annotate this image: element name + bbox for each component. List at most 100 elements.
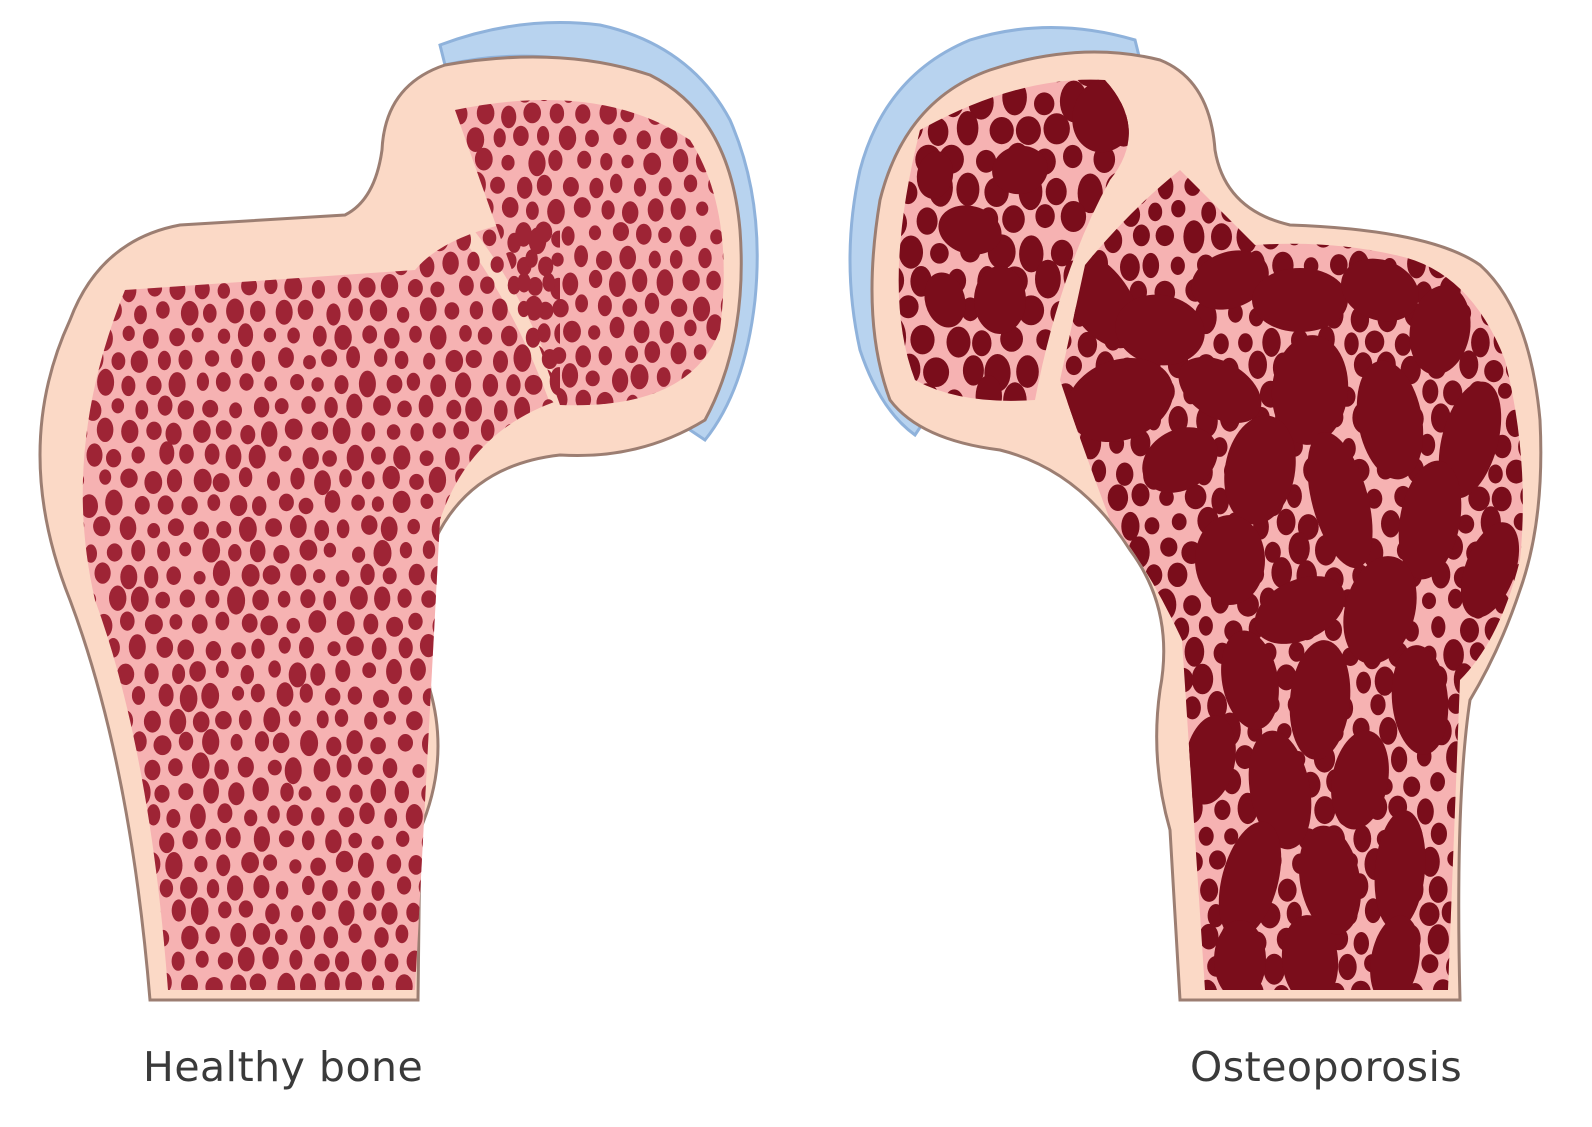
marrow-pore xyxy=(96,802,115,826)
marrow-pore xyxy=(1353,932,1370,955)
marrow-pore xyxy=(1114,608,1136,642)
marrow-pore xyxy=(346,636,364,656)
marrow-cavity xyxy=(1398,460,1462,580)
marrow-pore xyxy=(1238,333,1253,353)
marrow-pore xyxy=(1264,541,1281,563)
marrow-pore xyxy=(1273,985,1290,990)
marrow-pore xyxy=(399,542,412,559)
marrow-pore xyxy=(1198,826,1214,846)
marrow-pore xyxy=(301,396,316,414)
marrow-pore xyxy=(82,896,86,923)
marrow-pore xyxy=(109,585,127,611)
marrow-pore xyxy=(1406,170,1422,175)
marrow-pore xyxy=(469,301,484,320)
marrow-pore xyxy=(350,586,368,610)
marrow-pore xyxy=(396,307,410,323)
marrow-pore xyxy=(471,541,485,558)
marrow-pore xyxy=(1460,618,1479,643)
marrow-pore xyxy=(1286,177,1306,201)
marrow-pore xyxy=(99,469,112,485)
marrow-pore xyxy=(453,708,472,731)
marrow-pore xyxy=(679,225,697,247)
marrow-pore xyxy=(395,924,409,944)
marrow-pore xyxy=(250,300,266,322)
marrow-pore xyxy=(1155,225,1175,247)
marrow-pore xyxy=(299,636,314,659)
marrow-pore xyxy=(436,709,450,728)
marrow-pore xyxy=(1094,981,1117,990)
marrow-pore xyxy=(575,104,591,124)
marrow-pore xyxy=(1093,145,1116,173)
marrow-pore xyxy=(82,807,90,826)
marrow-pore xyxy=(526,754,545,777)
marrow-pore xyxy=(1077,587,1097,610)
marrow-pore xyxy=(380,516,398,542)
marrow-pore xyxy=(85,828,101,852)
marrow-pore xyxy=(159,441,175,465)
marrow-pore xyxy=(324,396,338,418)
marrow-pore xyxy=(551,347,567,364)
marrow-cavity xyxy=(1341,258,1419,322)
marrow-pore xyxy=(238,900,254,918)
marrow-pore xyxy=(910,325,935,355)
marrow-pore xyxy=(231,642,246,660)
marrow-pore xyxy=(253,826,270,852)
marrow-pore xyxy=(313,569,326,584)
osteoporosis-large-cavities xyxy=(1060,250,1520,990)
marrow-pore xyxy=(203,303,217,323)
marrow-pore xyxy=(1132,224,1150,247)
marrow-pore xyxy=(158,683,174,707)
marrow-pore xyxy=(1509,670,1523,695)
marrow-pore xyxy=(670,298,688,317)
marrow-pore xyxy=(1090,715,1112,744)
marrow-pore xyxy=(1271,557,1292,588)
marrow-pore xyxy=(422,688,438,707)
marrow-pore xyxy=(976,149,997,173)
marrow-pore xyxy=(553,568,560,588)
marrow-pore xyxy=(1156,902,1172,926)
marrow-pore xyxy=(492,825,508,849)
marrow-pore xyxy=(684,319,697,337)
marrow-pore xyxy=(1471,743,1490,770)
marrow-pore xyxy=(166,566,181,585)
marrow-cavity xyxy=(1370,915,1420,990)
marrow-pore xyxy=(447,686,461,707)
marrow-pore xyxy=(201,682,220,709)
marrow-pore xyxy=(1065,355,1082,376)
marrow-pore xyxy=(1391,746,1408,773)
marrow-pore xyxy=(537,323,551,343)
marrow-pore xyxy=(553,710,560,729)
marrow-pore xyxy=(440,540,458,568)
marrow-pore xyxy=(1344,332,1359,356)
marrow-pore xyxy=(206,879,220,899)
marrow-pore xyxy=(336,754,352,778)
marrow-pore xyxy=(290,467,305,490)
marrow-pore xyxy=(547,198,565,225)
marrow-pore xyxy=(524,295,543,321)
marrow-pore xyxy=(1060,952,1076,981)
marrow-cavity xyxy=(1191,250,1269,310)
marrow-pore xyxy=(1259,174,1279,198)
marrow-pore xyxy=(1183,595,1201,616)
marrow-pore xyxy=(1331,170,1347,172)
marrow-pore xyxy=(286,617,301,634)
marrow-pore xyxy=(531,665,545,681)
marrow-pore xyxy=(323,542,337,558)
marrow-pore xyxy=(596,250,612,271)
marrow-pore xyxy=(297,299,314,320)
marrow-pore xyxy=(311,807,325,826)
marrow-pore xyxy=(1419,902,1440,926)
marrow-pore xyxy=(212,473,230,493)
marrow-pore xyxy=(205,350,220,367)
marrow-pore xyxy=(1353,198,1374,227)
marrow-pore xyxy=(1135,799,1150,823)
marrow-cavity xyxy=(1331,730,1389,830)
marrow-pore xyxy=(358,370,376,398)
marrow-pore xyxy=(1248,350,1267,379)
marrow-pore xyxy=(84,780,97,799)
marrow-pore xyxy=(298,497,314,515)
marrow-pore xyxy=(1041,564,1056,586)
marrow-pore xyxy=(471,971,485,990)
marrow-pore xyxy=(525,249,538,268)
marrow-pore xyxy=(459,754,473,776)
